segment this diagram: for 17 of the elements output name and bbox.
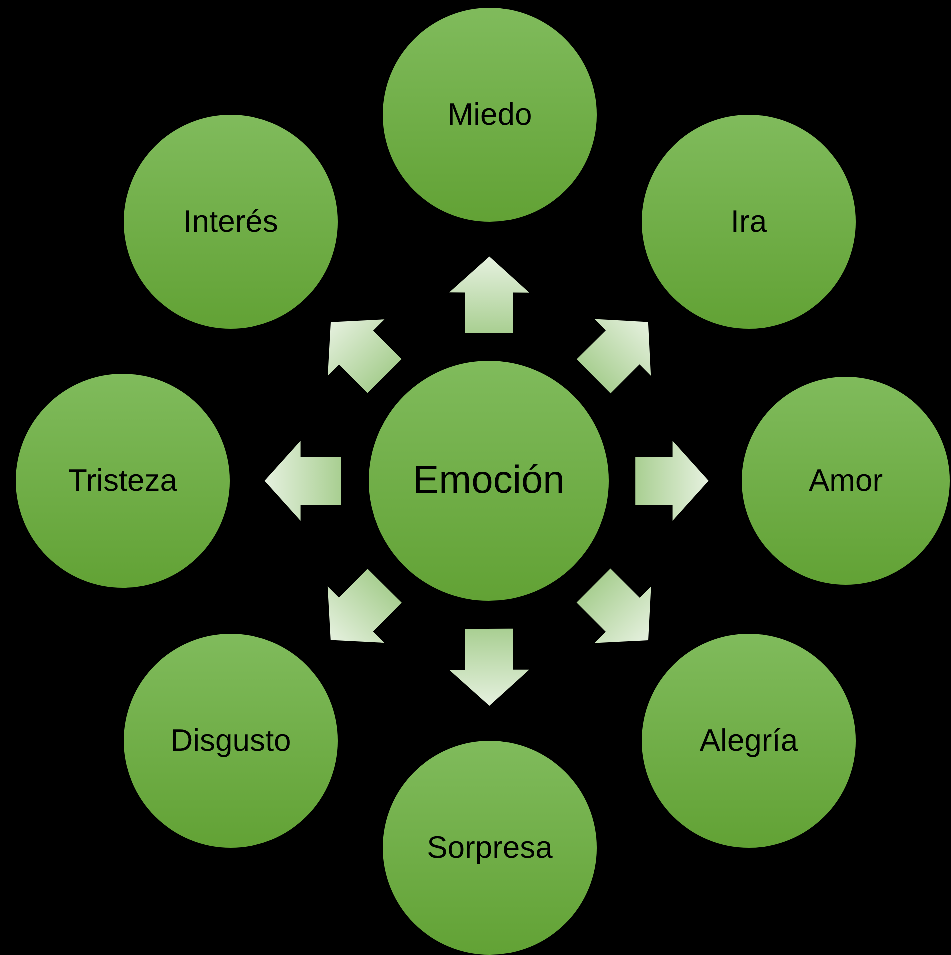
- block-arrow: [450, 256, 530, 334]
- node-label: Amor: [808, 463, 884, 499]
- node-label: Interés: [184, 204, 278, 240]
- block-arrow: [328, 569, 402, 643]
- block-arrow: [450, 628, 530, 706]
- block-arrow: [264, 441, 342, 521]
- node-label: Emoción: [413, 459, 565, 503]
- block-arrow: [576, 319, 652, 394]
- node-label: Sorpresa: [427, 830, 553, 866]
- node-label: Ira: [730, 204, 768, 240]
- node-label: Miedo: [448, 97, 532, 133]
- block-arrow: [636, 441, 709, 521]
- block-arrow: [576, 568, 652, 644]
- block-arrow: [328, 320, 402, 394]
- node-label: Tristeza: [68, 463, 178, 499]
- node-label: Disgusto: [170, 723, 292, 759]
- node-label: Alegría: [700, 723, 798, 759]
